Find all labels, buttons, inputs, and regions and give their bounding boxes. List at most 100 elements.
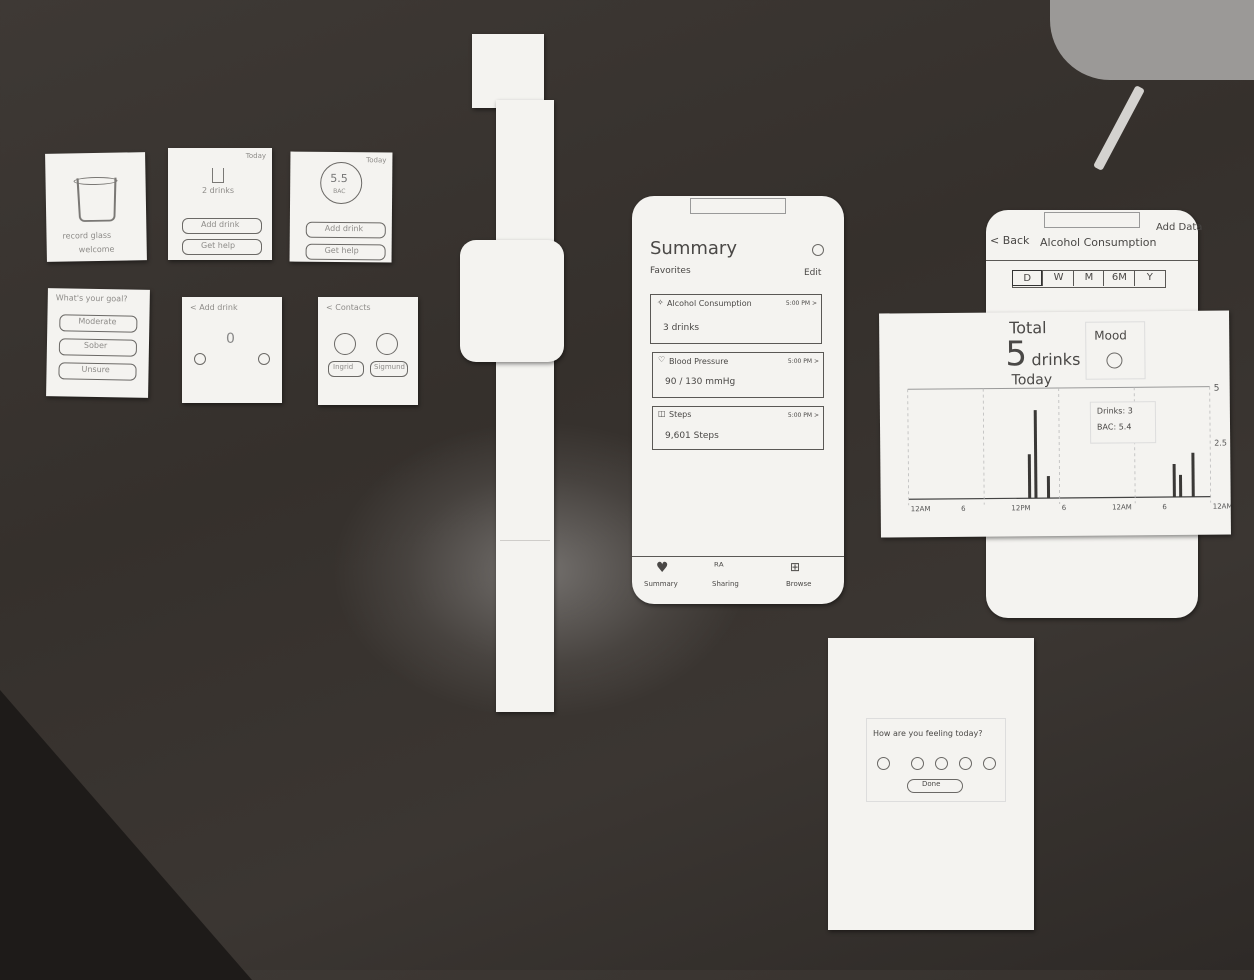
chart-vertical-gridline xyxy=(1209,386,1212,503)
x-tick-label: 6 xyxy=(1062,504,1067,512)
card-value: 3 drinks xyxy=(663,323,700,333)
zipper-pull xyxy=(1092,85,1146,171)
x-tick-label: 12AM xyxy=(1213,502,1231,510)
chart-bar xyxy=(1172,463,1176,497)
sober-option[interactable]: Sober xyxy=(58,338,138,357)
card-title: Blood Pressure xyxy=(669,357,729,366)
get-help-button[interactable]: Get help xyxy=(305,243,386,261)
contact-button-ingrid[interactable]: Ingrid xyxy=(328,361,364,377)
tab-summary[interactable]: Summary xyxy=(644,580,678,588)
drink-count: 2 drinks xyxy=(202,186,235,195)
very-happy-face-icon[interactable] xyxy=(983,757,996,770)
watch-face xyxy=(460,240,564,362)
card-value: 90 / 130 mmHg xyxy=(665,377,736,387)
tab-sharing[interactable]: Sharing xyxy=(712,580,739,588)
x-tick-label: 6 xyxy=(961,505,966,513)
favorite-card-alcohol[interactable]: ✧ Alcohol Consumption 5:00 PM > 3 drinks xyxy=(650,294,822,344)
chart-bar xyxy=(1191,452,1195,497)
minus-button[interactable] xyxy=(194,353,206,365)
small-glass-icon xyxy=(212,168,224,183)
shoe-icon: ◫ xyxy=(658,409,666,418)
band-fold xyxy=(500,540,550,541)
people-icon[interactable]: ᴿᴬ xyxy=(714,560,724,573)
drink-count: 0 xyxy=(226,331,235,347)
grid-icon[interactable]: ⊞ xyxy=(790,560,801,574)
today-label: Today xyxy=(245,152,266,160)
zipper-pouch xyxy=(1050,0,1254,80)
floor-shadow xyxy=(0,690,252,980)
x-tick-label: 6 xyxy=(1162,503,1167,511)
x-tick-label: 12AM xyxy=(1112,503,1132,511)
card-text-2: welcome xyxy=(78,244,115,255)
chart-vertical-gridline xyxy=(982,388,985,505)
mood-dialog: How are you feeling today? Done xyxy=(866,718,1006,802)
x-tick-label: 12PM xyxy=(1011,504,1030,512)
period-tab-d[interactable]: D xyxy=(1012,270,1043,286)
moderate-option[interactable]: Moderate xyxy=(59,314,138,333)
drinks-today-card: Today 2 drinks Add drink Get help xyxy=(168,148,272,260)
add-drink-button[interactable]: Add drink xyxy=(305,221,386,239)
phone-speaker xyxy=(1044,212,1140,228)
back-button[interactable]: < Back xyxy=(990,234,1030,247)
watch-band-top xyxy=(472,34,544,108)
watch-band xyxy=(496,100,554,712)
period-tab-6m[interactable]: 6M xyxy=(1103,270,1134,286)
add-data-button[interactable]: Add Data xyxy=(1156,222,1203,233)
card-time: 5:00 PM > xyxy=(787,358,819,365)
happy-face-icon[interactable] xyxy=(959,757,972,770)
mood-question: How are you feeling today? xyxy=(873,729,983,738)
period-tab-m[interactable]: M xyxy=(1072,270,1104,286)
contact-avatar-icon[interactable] xyxy=(376,333,398,355)
tooltip-drinks: Drinks: 3 xyxy=(1096,406,1133,416)
get-help-button[interactable]: Get help xyxy=(182,239,262,255)
chart-bar xyxy=(1027,454,1032,499)
favorite-card-steps[interactable]: ◫ Steps 5:00 PM > 9,601 Steps xyxy=(652,406,824,450)
card-title: Alcohol Consumption xyxy=(667,299,752,308)
add-drink-button[interactable]: Add drink xyxy=(182,218,262,234)
done-button[interactable]: Done xyxy=(907,779,963,793)
very-sad-face-icon[interactable] xyxy=(877,757,890,770)
contact-button-sigmund[interactable]: Sigmund xyxy=(370,361,408,377)
goal-title: What's your goal? xyxy=(55,293,128,304)
bac-unit: BAC xyxy=(333,187,346,196)
heart-icon[interactable]: ♥ xyxy=(656,560,669,576)
tab-divider xyxy=(632,556,844,557)
unsure-option[interactable]: Unsure xyxy=(58,362,137,381)
sad-face-icon[interactable] xyxy=(911,757,924,770)
heart-icon: ♡ xyxy=(658,355,666,364)
chart-vertical-gridline xyxy=(907,389,910,506)
card-time: 5:00 PM > xyxy=(787,412,819,419)
edit-button[interactable]: Edit xyxy=(804,268,822,278)
summary-phone: Summary Favorites Edit ✧ Alcohol Consump… xyxy=(632,196,844,604)
contacts-card: < Contacts Ingrid Sigmund xyxy=(318,297,418,405)
bac-value: 5.5 xyxy=(330,171,348,186)
y-tick-label: 5 xyxy=(1214,384,1220,394)
plus-button[interactable] xyxy=(258,353,270,365)
y-tick-label: 2.5 xyxy=(1214,439,1227,448)
card-text-1: record glass xyxy=(62,230,112,241)
page-title: Alcohol Consumption xyxy=(1040,236,1157,249)
chart-bar xyxy=(1046,476,1051,499)
contacts-title: < Contacts xyxy=(326,303,371,312)
x-tick-label: 12AM xyxy=(911,505,931,513)
card-time: 5:00 PM > xyxy=(785,300,817,307)
drink-tracker-card: record glass welcome xyxy=(45,152,147,262)
header-divider xyxy=(986,260,1198,261)
goal-card: What's your goal? Moderate Sober Unsure xyxy=(46,288,150,398)
tab-browse[interactable]: Browse xyxy=(786,580,812,588)
chart-vertical-gridline xyxy=(1058,387,1061,504)
contact-avatar-icon[interactable] xyxy=(334,333,356,355)
favorite-card-blood-pressure[interactable]: ♡ Blood Pressure 5:00 PM > 90 / 130 mmHg xyxy=(652,352,824,398)
period-tab-y[interactable]: Y xyxy=(1133,270,1165,286)
mood-card: How are you feeling today? Done xyxy=(828,638,1034,930)
phone-speaker xyxy=(690,198,786,214)
add-drink-card: < Add drink 0 xyxy=(182,297,282,403)
favorites-label: Favorites xyxy=(650,266,691,276)
neutral-face-icon[interactable] xyxy=(935,757,948,770)
page-title: Summary xyxy=(650,238,737,259)
period-tab-w[interactable]: W xyxy=(1042,270,1073,286)
add-drink-title: < Add drink xyxy=(190,303,238,312)
profile-icon[interactable] xyxy=(812,244,824,256)
sparkle-icon: ✧ xyxy=(657,298,664,307)
